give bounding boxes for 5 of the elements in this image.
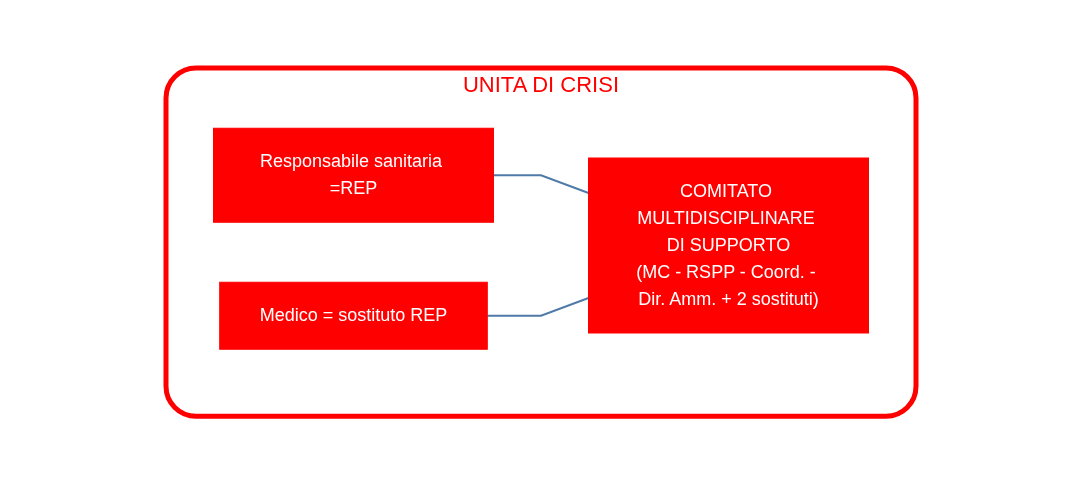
connector bbox=[486, 297, 590, 318]
node-box: Medico = sostituto REP bbox=[219, 282, 488, 351]
node-box: Responsabile sanitaria =REP bbox=[213, 128, 494, 224]
node-box: COMITATO MULTIDISCIPLINARE DI SUPPORTO (MC - RSPP - Coord. - Dir. Amm. + 2 sostituti) bbox=[588, 157, 869, 334]
connector bbox=[492, 174, 590, 195]
